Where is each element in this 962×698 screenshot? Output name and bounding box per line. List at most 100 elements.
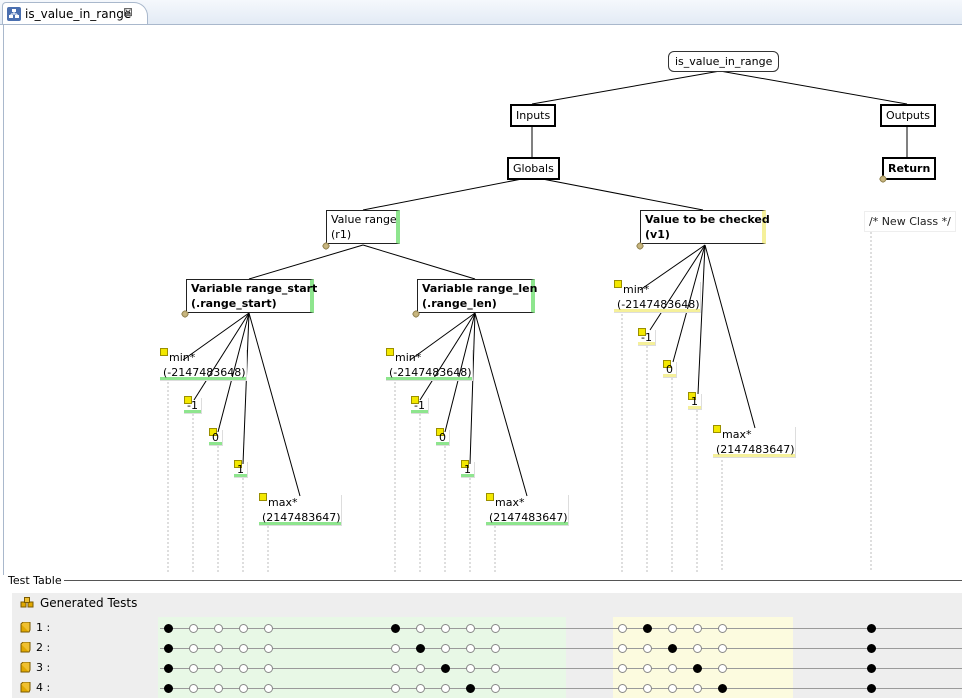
range-start-mark[interactable] xyxy=(239,664,248,673)
range-len-mark[interactable] xyxy=(416,624,425,633)
range-start-mark[interactable] xyxy=(164,664,173,673)
class-leaf[interactable]: max* (2147483647) xyxy=(713,427,796,458)
class-marker-icon xyxy=(184,396,192,404)
test-row-label[interactable]: 4 : xyxy=(36,681,51,694)
range-start-mark[interactable] xyxy=(164,624,173,633)
v1-mark[interactable] xyxy=(693,664,702,673)
range-start-mark[interactable] xyxy=(189,624,198,633)
range-len-mark[interactable] xyxy=(491,684,500,693)
v1-mark[interactable] xyxy=(668,644,677,653)
class-marker-icon xyxy=(209,428,217,436)
v1-mark[interactable] xyxy=(718,624,727,633)
range-len-mark[interactable] xyxy=(391,644,400,653)
class-leaf[interactable]: max* (2147483647) xyxy=(259,495,342,526)
value-range-node[interactable]: Value range (r1) xyxy=(326,210,400,244)
range-start-mark[interactable] xyxy=(214,684,223,693)
v1-mark[interactable] xyxy=(618,664,627,673)
class-leaf[interactable]: 1 xyxy=(234,462,248,478)
range-start-mark[interactable] xyxy=(239,624,248,633)
range-start-mark[interactable] xyxy=(214,624,223,633)
new-class-node[interactable]: /* New Class */ xyxy=(864,211,956,232)
v1-mark[interactable] xyxy=(643,684,652,693)
range-len-mark[interactable] xyxy=(416,644,425,653)
v1-mark[interactable] xyxy=(718,644,727,653)
test-row-label[interactable]: 3 : xyxy=(36,661,51,674)
class-leaf[interactable]: min* (-2147483648) xyxy=(614,282,701,313)
v1-mark[interactable] xyxy=(693,624,702,633)
range-len-mark[interactable] xyxy=(441,664,450,673)
v1-mark[interactable] xyxy=(718,664,727,673)
v1-mark[interactable] xyxy=(718,684,727,693)
range-len-mark[interactable] xyxy=(466,684,475,693)
range-start-mark[interactable] xyxy=(264,664,273,673)
v1-mark[interactable] xyxy=(643,624,652,633)
v1-mark[interactable] xyxy=(693,644,702,653)
class-leaf[interactable]: -1 xyxy=(638,330,656,346)
range-len-mark[interactable] xyxy=(491,624,500,633)
range-start-mark[interactable] xyxy=(164,644,173,653)
range-len-mark[interactable] xyxy=(491,644,500,653)
v1-mark[interactable] xyxy=(618,644,627,653)
range-len-mark[interactable] xyxy=(466,644,475,653)
range-len-mark[interactable] xyxy=(416,664,425,673)
outputs-node[interactable]: Outputs xyxy=(880,104,936,127)
range-start-mark[interactable] xyxy=(264,624,273,633)
v1-mark[interactable] xyxy=(668,664,677,673)
test-row-label[interactable]: 1 : xyxy=(36,621,51,634)
return-mark[interactable] xyxy=(867,664,876,673)
range-start-mark[interactable] xyxy=(189,684,198,693)
v1-mark[interactable] xyxy=(693,684,702,693)
range-len-mark[interactable] xyxy=(466,664,475,673)
class-leaf[interactable]: 0 xyxy=(209,430,223,446)
class-leaf[interactable]: 1 xyxy=(461,462,475,478)
range-start-mark[interactable] xyxy=(239,684,248,693)
v1-mark[interactable] xyxy=(643,664,652,673)
range-len-mark[interactable] xyxy=(441,624,450,633)
range-len-mark[interactable] xyxy=(491,664,500,673)
v1-mark[interactable] xyxy=(668,684,677,693)
range-len-node[interactable]: Variable range_len (.range_len) xyxy=(417,279,537,313)
range-len-mark[interactable] xyxy=(466,624,475,633)
range-start-mark[interactable] xyxy=(214,644,223,653)
editor-tab[interactable]: is_value_in_range ⊠ xyxy=(2,2,148,24)
return-mark[interactable] xyxy=(867,644,876,653)
range-start-mark[interactable] xyxy=(214,664,223,673)
class-leaf[interactable]: max* (2147483647) xyxy=(486,495,569,526)
return-mark[interactable] xyxy=(867,624,876,633)
class-leaf[interactable]: min* (-2147483648) xyxy=(160,350,247,381)
class-leaf[interactable]: min* (-2147483648) xyxy=(386,350,473,381)
range-start-mark[interactable] xyxy=(264,684,273,693)
class-leaf[interactable]: -1 xyxy=(184,398,202,414)
class-leaf[interactable]: 1 xyxy=(688,394,702,410)
inputs-node[interactable]: Inputs xyxy=(510,104,557,127)
v1-mark[interactable] xyxy=(668,624,677,633)
range-start-mark[interactable] xyxy=(264,644,273,653)
range-start-mark[interactable] xyxy=(189,644,198,653)
generated-tests-label[interactable]: Generated Tests xyxy=(40,596,138,610)
range-start-mark[interactable] xyxy=(189,664,198,673)
return-node[interactable]: Return xyxy=(882,157,937,180)
range-len-mark[interactable] xyxy=(441,684,450,693)
v1-mark[interactable] xyxy=(618,624,627,633)
globals-node[interactable]: Globals xyxy=(507,157,560,180)
range-len-mark[interactable] xyxy=(416,684,425,693)
class-leaf[interactable]: 0 xyxy=(663,362,677,378)
range-start-node[interactable]: Variable range_start (.range_start) xyxy=(186,279,317,313)
v1-mark[interactable] xyxy=(643,644,652,653)
v1-mark[interactable] xyxy=(618,684,627,693)
range-len-mark[interactable] xyxy=(391,664,400,673)
test-row-line xyxy=(160,668,962,669)
class-leaf[interactable]: -1 xyxy=(411,398,429,414)
value-to-be-checked-node[interactable]: Value to be checked (v1) xyxy=(640,210,770,244)
range-len-mark[interactable] xyxy=(391,624,400,633)
test-row-label[interactable]: 2 : xyxy=(36,641,51,654)
return-mark[interactable] xyxy=(867,684,876,693)
close-icon[interactable]: ⊠ xyxy=(123,5,134,19)
range-start-mark[interactable] xyxy=(164,684,173,693)
range-start-mark[interactable] xyxy=(239,644,248,653)
inputs-label: Inputs xyxy=(516,109,551,122)
range-len-mark[interactable] xyxy=(391,684,400,693)
class-leaf[interactable]: 0 xyxy=(436,430,450,446)
range-len-mark[interactable] xyxy=(441,644,450,653)
root-function-node[interactable]: is_value_in_range xyxy=(668,51,780,72)
